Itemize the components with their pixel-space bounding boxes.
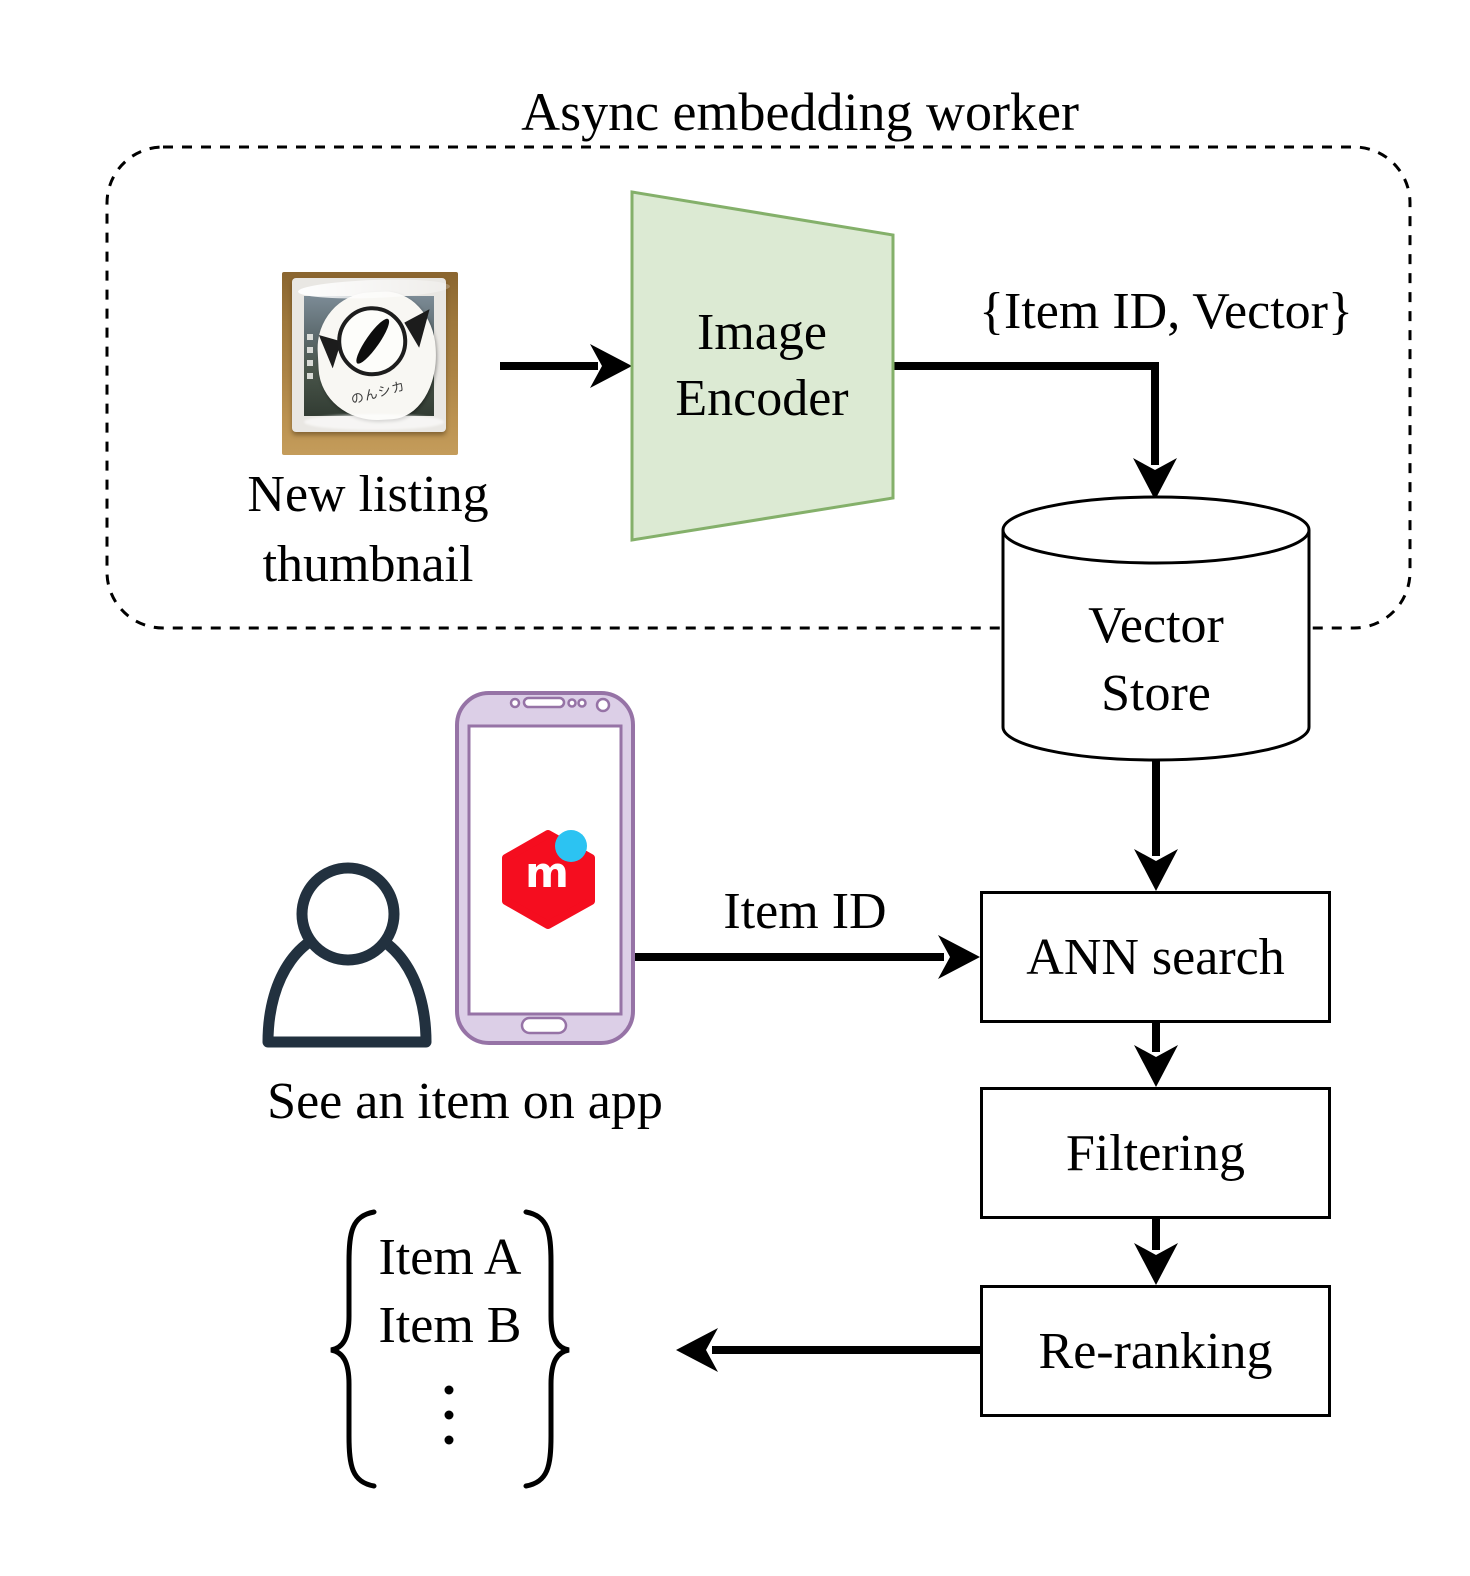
mercari-m-letter: m	[525, 848, 569, 897]
phone-speaker	[522, 696, 566, 709]
see-item-caption: See an item on app	[267, 1073, 663, 1131]
async-worker-boundary	[105, 145, 1412, 630]
photo-plastic-bag: のんシカ	[292, 277, 451, 432]
ann-search-node: ANN search	[980, 891, 1331, 1023]
mercari-logo-icon	[502, 830, 595, 929]
async-worker-title: Async embedding worker	[521, 81, 1079, 142]
mercari-dot	[555, 830, 587, 862]
listing-thumbnail-photo: のんシカ	[282, 272, 458, 455]
item-id-label: Item ID	[723, 883, 887, 941]
filtering-label: Filtering	[1065, 1124, 1246, 1182]
image-encoder-label-line1: Image	[697, 304, 827, 361]
person-icon	[262, 862, 432, 1048]
results-brace-right	[523, 1209, 570, 1489]
arrow-encoder-to-store	[893, 362, 1159, 465]
new-listing-caption-line2: thumbnail	[262, 536, 474, 593]
results-item-a: Item A	[378, 1229, 522, 1286]
filtering-node: Filtering	[980, 1087, 1331, 1219]
results-braces	[330, 1209, 570, 1489]
new-listing-caption: New listing thumbnail	[247, 460, 488, 600]
vector-store-cylinder	[1001, 495, 1311, 762]
phone-camera-dot	[509, 697, 521, 709]
photo-text-mark	[307, 334, 313, 380]
results-vertical-ellipsis	[444, 1385, 454, 1445]
badge-ear-shape	[404, 309, 432, 348]
arrow-heads	[590, 344, 1178, 1372]
reranking-label: Re-ranking	[1038, 1322, 1273, 1380]
vector-store-label-line2: Store	[1101, 665, 1211, 722]
badge-eye-pupil	[351, 315, 394, 368]
arrowhead-into-filtering	[1134, 1045, 1178, 1087]
arrowhead-into-store	[1133, 458, 1177, 500]
person-head	[296, 862, 400, 966]
photo-bag-crinkle	[304, 414, 444, 430]
arrow-lines	[500, 362, 1160, 1354]
vector-store-label: Vector Store	[1088, 592, 1224, 728]
ann-search-label: ANN search	[1026, 928, 1285, 986]
arrowhead-into-encoder	[590, 344, 632, 388]
phone-home-button	[520, 1016, 568, 1035]
vector-store-label-line1: Vector	[1088, 597, 1224, 654]
image-encoder-shape	[630, 190, 895, 542]
results-item-b: Item B	[378, 1297, 522, 1354]
badge-eye-icon	[335, 304, 410, 379]
image-encoder-label-line2: Encoder	[675, 370, 849, 427]
arrowhead-into-ann-top	[1134, 849, 1178, 891]
reranking-node: Re-ranking	[980, 1285, 1331, 1417]
arrowhead-into-results	[676, 1328, 718, 1372]
arrowhead-into-ann-left	[938, 935, 980, 979]
results-brace-left	[330, 1209, 377, 1489]
photo-acrylic-badge: のんシカ	[314, 288, 440, 424]
arrowhead-into-reranking	[1134, 1243, 1178, 1285]
phone-sensor-dot	[595, 697, 611, 713]
results-list: Item A Item B	[379, 1224, 522, 1360]
image-encoder-label: Image Encoder	[675, 300, 848, 432]
item-id-vector-label: {Item ID, Vector}	[979, 283, 1353, 341]
badge-handwriting: のんシカ	[349, 378, 408, 408]
cylinder-top	[1001, 495, 1311, 565]
new-listing-caption-line1: New listing	[247, 466, 489, 523]
